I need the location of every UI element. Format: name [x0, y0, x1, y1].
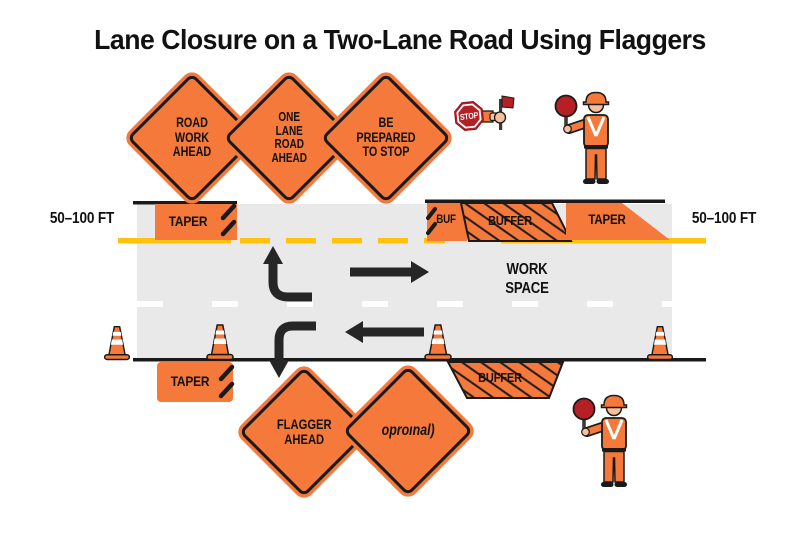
- taper-zone-bottom: [157, 362, 235, 402]
- taper-zone-top-right: [566, 203, 670, 240]
- stop-paddle-icon: [454, 95, 515, 131]
- sign-line: TO STOP: [362, 144, 410, 160]
- sign-line: AHEAD: [284, 431, 324, 447]
- merge-down-arrow-icon: [269, 321, 316, 378]
- taper-zone-top-left: [155, 203, 237, 240]
- sign-line: AHEAD: [271, 150, 307, 165]
- sign-line: LANE: [275, 123, 303, 138]
- through-left-arrow-icon: [345, 321, 424, 343]
- sign-line: BE: [378, 115, 394, 131]
- distance-label-left: 50–100 FT: [49, 210, 115, 227]
- sign-line: PREPARED: [356, 129, 416, 145]
- taper-top-right-label: TAPER: [588, 212, 626, 227]
- taper-top-left-label: TAPER: [168, 213, 208, 229]
- stop-flag-icon: [501, 95, 515, 109]
- page-title: Lane Closure on a Two-Lane Road Using Fl…: [94, 24, 706, 55]
- road-edge-lines: [133, 199, 706, 362]
- merge-up-arrow-icon: [263, 246, 312, 302]
- distance-label-right: 50–100 FT: [691, 210, 757, 227]
- buf-label: BUF: [436, 214, 456, 226]
- buffer-zone-bottom: [446, 361, 565, 399]
- buffer-zone-top: [426, 202, 573, 242]
- sign-line: AHEAD: [172, 144, 212, 160]
- centerline-yellow: [118, 238, 706, 244]
- sign-line: ROAD: [274, 137, 304, 151]
- work-space-label: WORK SPACE: [505, 261, 549, 298]
- sign-line: FLAGGER: [276, 415, 332, 432]
- flagger-icon-top: [556, 93, 610, 185]
- buffer-top-label: BUFFER: [488, 213, 532, 228]
- sign-line: WORK: [174, 129, 210, 145]
- sign-line: oproınal): [381, 421, 435, 439]
- sign-line: ONE: [278, 110, 300, 124]
- buffer-bottom-label: BUFFER: [478, 370, 522, 385]
- through-right-arrow-icon: [350, 261, 429, 283]
- taper-bottom-label: TAPER: [170, 373, 210, 389]
- flagger-icon-bottom: [574, 396, 628, 488]
- sign-line: ROAD: [176, 115, 208, 131]
